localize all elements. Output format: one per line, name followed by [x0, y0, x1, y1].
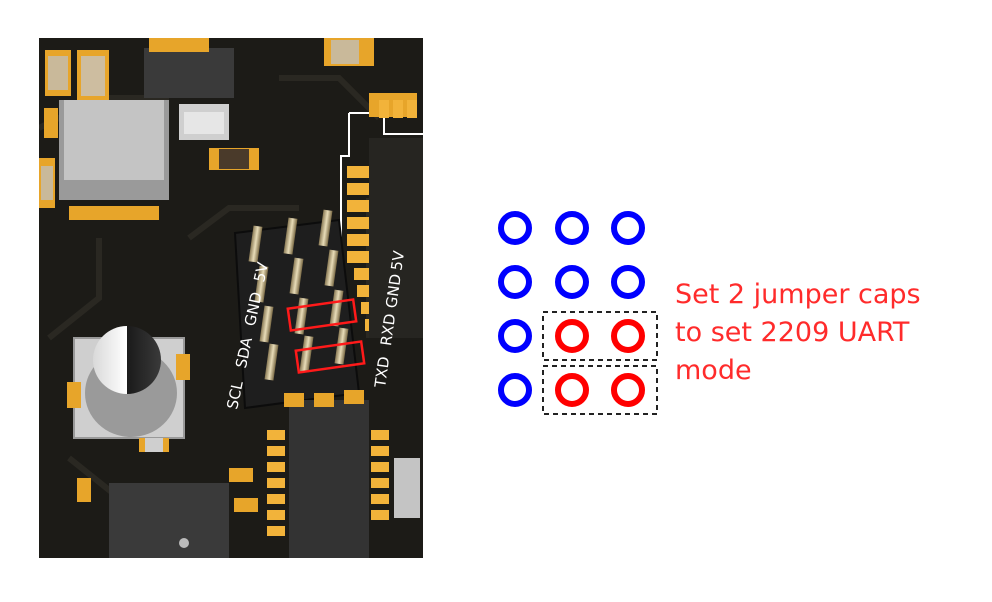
silk-label-txd: TXD [371, 355, 393, 389]
smd-components [39, 38, 417, 220]
silk-label-gnd-right: GND [382, 273, 405, 310]
pin-jumpered-r4c3 [611, 373, 645, 407]
pin-default-r1c2 [555, 211, 589, 245]
jumper-cap-outline-row4 [542, 365, 658, 415]
pin-default-r2c1 [498, 265, 532, 299]
pin-jumpered-r3c2 [555, 319, 589, 353]
jumper-cap-outline-row3 [542, 311, 658, 361]
silk-label-5v-right: 5V [388, 249, 409, 272]
pcb-render-image: SCL SDA GND 5V TXD RXD GND 5V [39, 38, 423, 558]
header-pins [248, 209, 349, 381]
instruction-line-3: mode [675, 355, 752, 386]
silk-label-scl: SCL [223, 379, 247, 411]
ic-module [369, 138, 423, 338]
jumper-box-1 [286, 298, 358, 332]
jumper-diagram [498, 211, 658, 415]
lower-components [77, 390, 420, 558]
instruction-line-1: Set 2 jumper caps [675, 279, 921, 310]
pin-jumpered-r3c3 [611, 319, 645, 353]
pin-default-r2c3 [611, 265, 645, 299]
pin-default-r2c2 [555, 265, 589, 299]
pin-default-r3c1 [498, 319, 532, 353]
instruction-line-2: to set 2209 UART [675, 317, 910, 348]
pin-jumpered-r4c2 [555, 373, 589, 407]
silkscreen-outline [349, 112, 423, 135]
capacitor [67, 326, 190, 439]
silk-label-5v-left: 5V [250, 260, 272, 284]
jumper-box-2 [294, 340, 366, 374]
pin-default-r4c1 [498, 373, 532, 407]
pin-default-r1c1 [498, 211, 532, 245]
jumper-instruction: Set 2 jumper caps to set 2209 UART mode [675, 276, 921, 390]
silk-label-rxd: RXD [377, 313, 399, 347]
pin-default-r1c3 [611, 211, 645, 245]
